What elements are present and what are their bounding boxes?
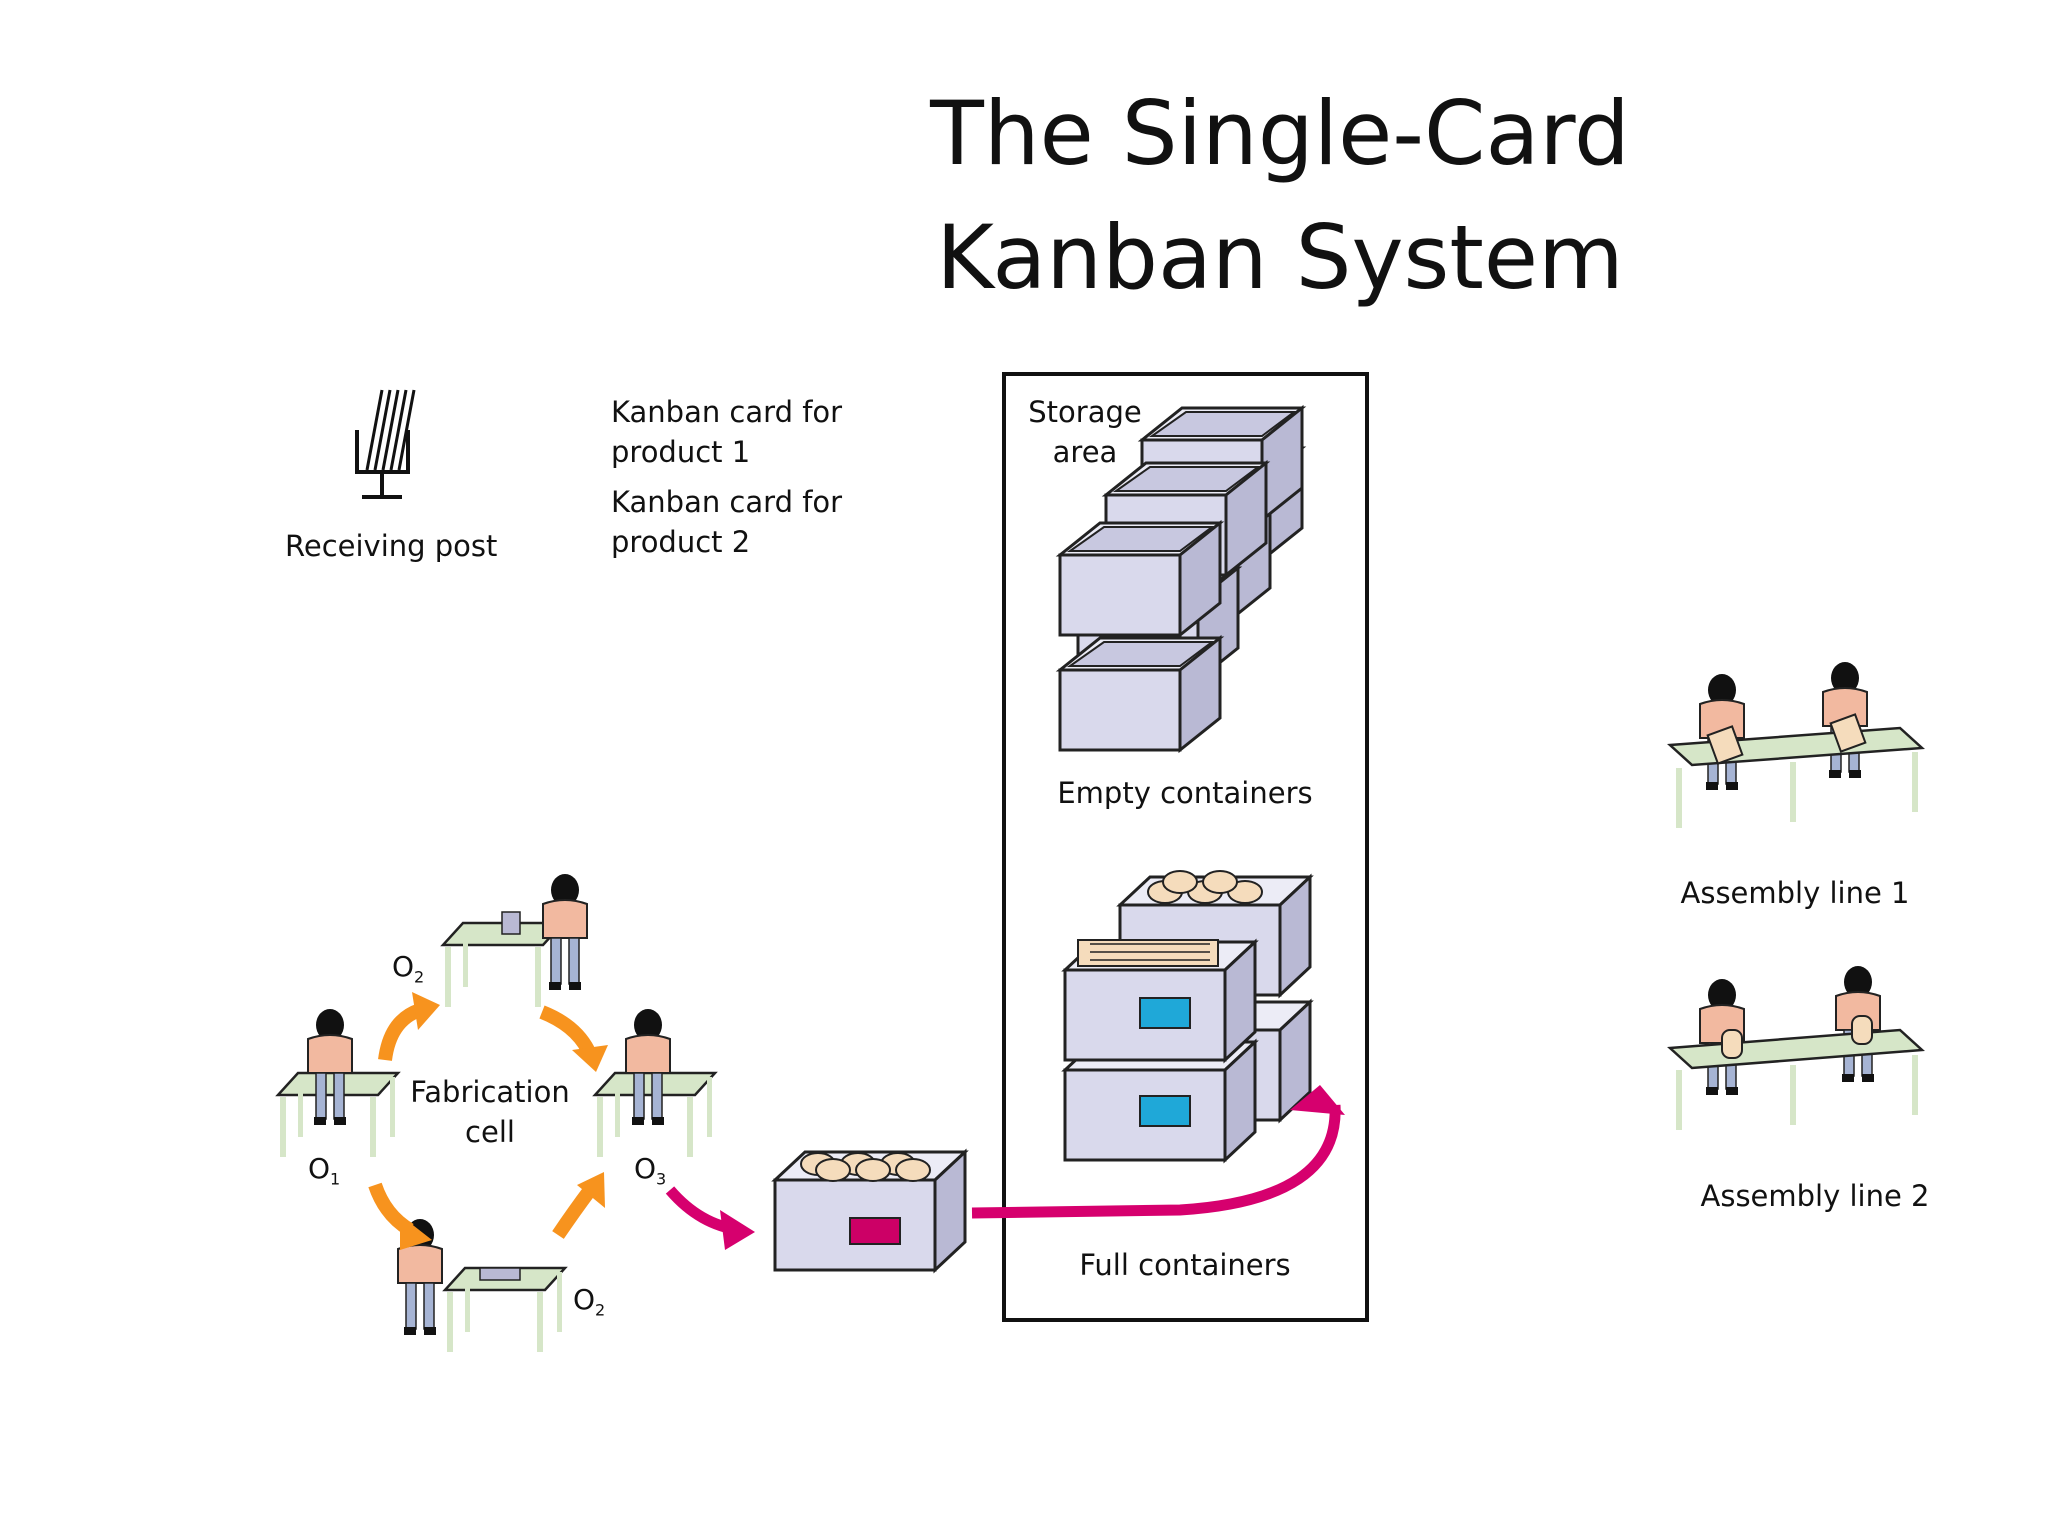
title-line-1: The Single-Card (930, 82, 1630, 185)
assembly-line-1 (1667, 661, 1925, 828)
storage-label-line-2: area (1052, 435, 1118, 469)
assembly-line-2-label: Assembly line 2 (1700, 1179, 1930, 1213)
operator-label-o2-top: O2 (392, 950, 425, 987)
assembly-line-2 (1667, 965, 1925, 1130)
fab-label-line-1: Fabrication (410, 1075, 570, 1109)
title-line-2: Kanban System (936, 206, 1624, 309)
fabrication-cell-label: Fabrication cell (400, 1072, 580, 1152)
card2-line-1: Kanban card for (611, 485, 843, 519)
flow-arrow-to-storage (971, 1085, 1345, 1219)
full-containers-stack (1063, 870, 1312, 1162)
card2-line-2: product 2 (611, 525, 751, 559)
operator-label-o1: O1 (308, 1152, 341, 1189)
fabrication-cell (276, 873, 717, 1354)
moving-full-container (773, 1150, 967, 1272)
kanban-card-product-1-label: Kanban card for product 1 (611, 392, 842, 472)
assembly-line-1-label: Assembly line 1 (1680, 876, 1910, 910)
operator-label-o3: O3 (634, 1152, 667, 1189)
full-containers-label: Full containers (1079, 1248, 1291, 1282)
page-title: The Single-Card Kanban System (900, 72, 1660, 320)
receiving-post-label: Receiving post (285, 529, 498, 563)
flow-arrow-to-container (665, 1186, 755, 1250)
kanban-card-product-2-label: Kanban card for product 2 (611, 482, 842, 562)
operator-label-o2-bottom: O2 (573, 1283, 606, 1320)
card1-line-2: product 1 (611, 435, 751, 469)
card1-line-1: Kanban card for (611, 395, 843, 429)
storage-label-line-1: Storage (1028, 395, 1142, 429)
storage-area-label: Storage area (1020, 392, 1150, 472)
receiving-post-icon (355, 389, 416, 499)
storage-area-frame (1002, 372, 1369, 1322)
empty-containers-label: Empty containers (1057, 776, 1313, 810)
fab-label-line-2: cell (465, 1115, 515, 1149)
